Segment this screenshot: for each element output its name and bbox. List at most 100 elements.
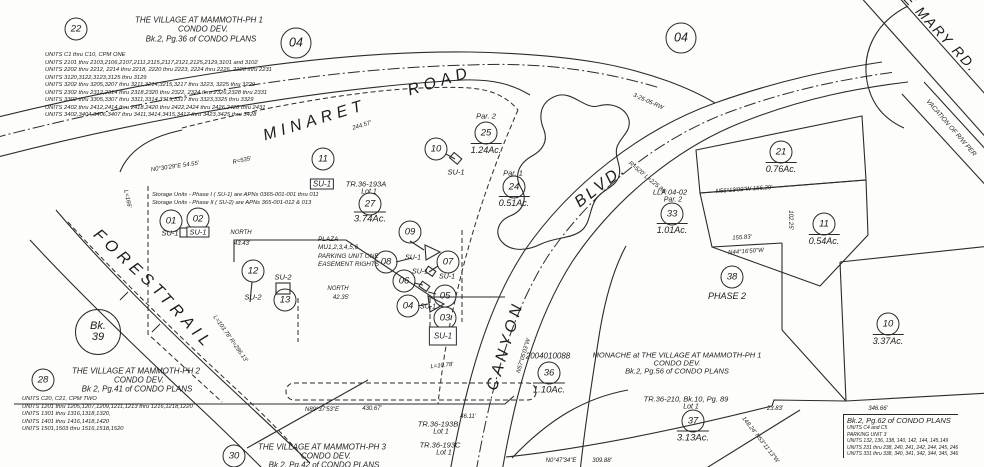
su1-label-04s: SU-1 (420, 303, 436, 311)
ph1-units-line: UNITS 2101 thru 2103,2106,2107,2111,2115… (45, 59, 258, 66)
parcel-21: 21 (769, 140, 793, 164)
parcel-num: 21 (775, 146, 787, 158)
ph1-units-line: UNITS 3120,3122,3123,3125 thru 3129 (45, 74, 147, 81)
leader-04s (417, 303, 429, 307)
mary-rd-edge-2 (900, 0, 984, 94)
sheet-04-num: 04 (674, 30, 688, 45)
parcel-33-area: 1.01Ac. (656, 223, 688, 235)
parcel-24-area: 0.51Ac. (498, 196, 530, 208)
sheet-badge-04-right: 04 (665, 22, 697, 54)
dim-label: 46.11' (460, 414, 476, 420)
parcel-33-par: Par. 2 (663, 196, 683, 204)
sheet-04-num: 04 (289, 35, 303, 50)
su-symbol-rect-3 (418, 280, 431, 293)
parcel-37: 37 (681, 409, 705, 433)
ph1-units-line: UNITS 2202 thru 2212, 2214 thru 2218, 22… (45, 67, 272, 74)
vacation-rw-edge-2 (923, 81, 984, 149)
parcel-36-area: 1.10Ac. (532, 382, 566, 396)
canyon-blvd-west-edge (450, 61, 883, 467)
ph3-book-page: Bk 2, Pg.42 of CONDO PLANS (268, 460, 380, 467)
site-bottom-line (14, 395, 515, 405)
ph3-title: THE VILLAGE AT MAMMOTH-PH 3 (257, 442, 387, 452)
parcel-24-name: Par. 1 (503, 168, 523, 178)
ph1-book-page: Bk.2, Pg.36 of CONDO PLANS (145, 34, 257, 44)
tract-193c: TR.36-193C (419, 440, 461, 450)
plaza-line1: PLAZA (318, 236, 339, 243)
parcel-10br-left-edge (839, 261, 847, 402)
parcel-num: 33 (666, 208, 678, 220)
su1-label-07: SU-1 (439, 273, 455, 281)
ph1-title: THE VILLAGE AT MAMMOTH-PH 1 (134, 15, 264, 25)
parcel-04-small: 04 (396, 294, 420, 318)
parcel-num: 37 (687, 415, 699, 427)
trail-tick-2 (151, 323, 161, 333)
site-boundary-north-dashed (181, 86, 519, 129)
dim-label: N89°37'53"E (304, 407, 340, 413)
mary-rd-edge-1 (862, 0, 984, 137)
book-39-num: 39 (91, 331, 105, 343)
forest-trail-ne-edge (55, 209, 311, 464)
bk62-units-line: UNITS 132, 136, 138, 140, 142, 144, 145,… (847, 438, 949, 444)
leader-12 (249, 281, 253, 303)
bk62-title: Bk.2, Pg.62 of CONDO PLANS (847, 416, 951, 425)
parcel-num: 24 (508, 181, 520, 193)
parcel-12: 12 (241, 259, 265, 283)
parcel-25: 25 (474, 121, 498, 145)
parcel-27-lot: Lot 1 (361, 188, 377, 196)
su-symbol-rect-2 (424, 265, 437, 278)
parcel-num: 07 (442, 256, 454, 268)
ph2-units-line: UNITS 1501,1503 thru 1516,1518,1520 (22, 426, 124, 433)
parcel-11-top: 11 (311, 147, 335, 171)
dim-label: 23.83' (766, 406, 784, 412)
dim-label: NORTH (230, 230, 252, 236)
parcel-num: 06 (398, 275, 410, 287)
parcel-07: 07 (436, 250, 460, 274)
dim-label: 102.25' (787, 210, 793, 230)
parcel-num: 04 (402, 300, 414, 312)
storage-note-line2: Storage Units - Phase II ( SU-2) are APN… (152, 199, 312, 206)
monache-inner-curve (511, 389, 629, 459)
bk62-block: Bk.2, Pg.62 of CONDO PLANS UNITS C4 and … (843, 414, 959, 458)
ph1-unit-list: UNITS C1 thru C10, CPM ONE UNITS 2101 th… (45, 52, 272, 120)
monache-north-edge (599, 245, 627, 331)
forest-trail-sw-edge (29, 239, 262, 467)
parcel-num: 12 (247, 265, 259, 277)
ph2-subtitle: CONDO DEV. (113, 375, 165, 385)
bk62-unit-list: UNITS C4 and C5 PARKING UNIT 3 UNITS 132… (847, 425, 958, 458)
parcel-num: 13 (279, 294, 291, 306)
parcel-05: 05 (433, 284, 457, 308)
monache-subtitle: CONDO DEV. (653, 358, 701, 368)
parcel-10br-bottom-edge (845, 392, 984, 402)
parcel-num: 11 (819, 218, 829, 230)
su1-label-01: SU-1 (161, 228, 179, 238)
su2-label-12: SU-2 (244, 292, 262, 302)
leader-07 (428, 265, 439, 273)
parcel-01: 01 (159, 209, 183, 233)
minaret-to-canyon-edge (599, 62, 716, 104)
minaret-road-south-edge (0, 79, 531, 158)
monache-book-page: Bk.2, Pg.56 of CONDO PLANS (625, 366, 729, 376)
dim-label: NORTH (327, 286, 349, 292)
plaza-line4: EASEMENT RIGHTS (318, 260, 380, 268)
badge-28: 28 (31, 368, 55, 392)
ph1-units-line: UNITS 3302 thru 3305,3307 thru 3311,3314… (45, 97, 254, 104)
canyon-blvd-east-edge (502, 81, 909, 467)
phase2-diagonal (781, 329, 847, 402)
leader-30 (246, 379, 369, 449)
sheet-badge-04-left: 04 (280, 27, 312, 59)
dim-label: 309.88' (592, 458, 612, 464)
site-boundary-west-dashed (147, 186, 223, 403)
plaza-line3: PARKING UNIT ONE (318, 252, 379, 260)
parcel-num: 27 (364, 198, 376, 210)
dim-label: 42.35' (332, 295, 350, 301)
south-boundary-curve (505, 405, 773, 458)
ph1-units-line: UNITS C1 thru C10, CPM ONE (45, 52, 126, 58)
dashed-building-rect (285, 382, 537, 401)
parcel-num: 10 (882, 318, 894, 330)
parcel-10br-area: 3.37Ac. (872, 334, 904, 346)
ph2-units-line: UNITS 1401 thru 1416,1418,1420 (22, 418, 110, 425)
book-39-bk: Bk. (90, 320, 106, 332)
parcel-num: 38 (726, 271, 738, 283)
parcel-36-apn: 2004010088 (525, 351, 571, 361)
